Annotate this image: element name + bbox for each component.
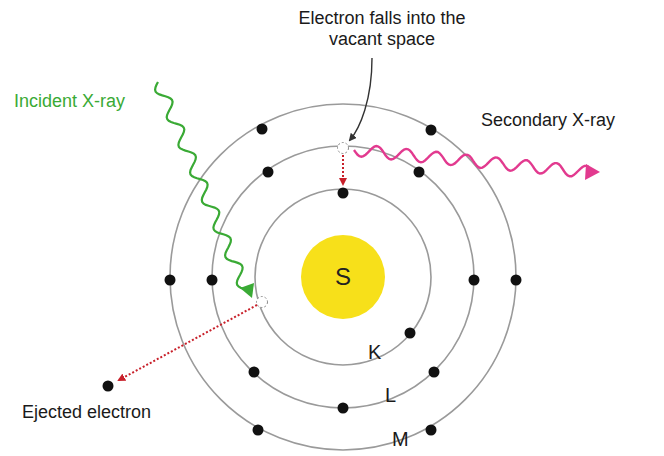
element-symbol: S bbox=[335, 263, 351, 291]
ray-label: Secondary X-ray bbox=[481, 110, 615, 131]
k-shell bbox=[255, 189, 431, 365]
callout-text: Electron falls into the vacant space bbox=[284, 8, 480, 50]
secondary-wave bbox=[354, 146, 589, 176]
electron-label: Ejected electron bbox=[22, 402, 151, 423]
l-shell bbox=[212, 146, 474, 408]
shell-label: L bbox=[385, 384, 396, 407]
shell-label: M bbox=[392, 428, 409, 451]
nucleus-circle: S bbox=[301, 235, 385, 319]
shell-label: K bbox=[368, 341, 381, 364]
incident-wave bbox=[155, 82, 243, 289]
ray-label: Incident X-ray bbox=[14, 91, 125, 112]
